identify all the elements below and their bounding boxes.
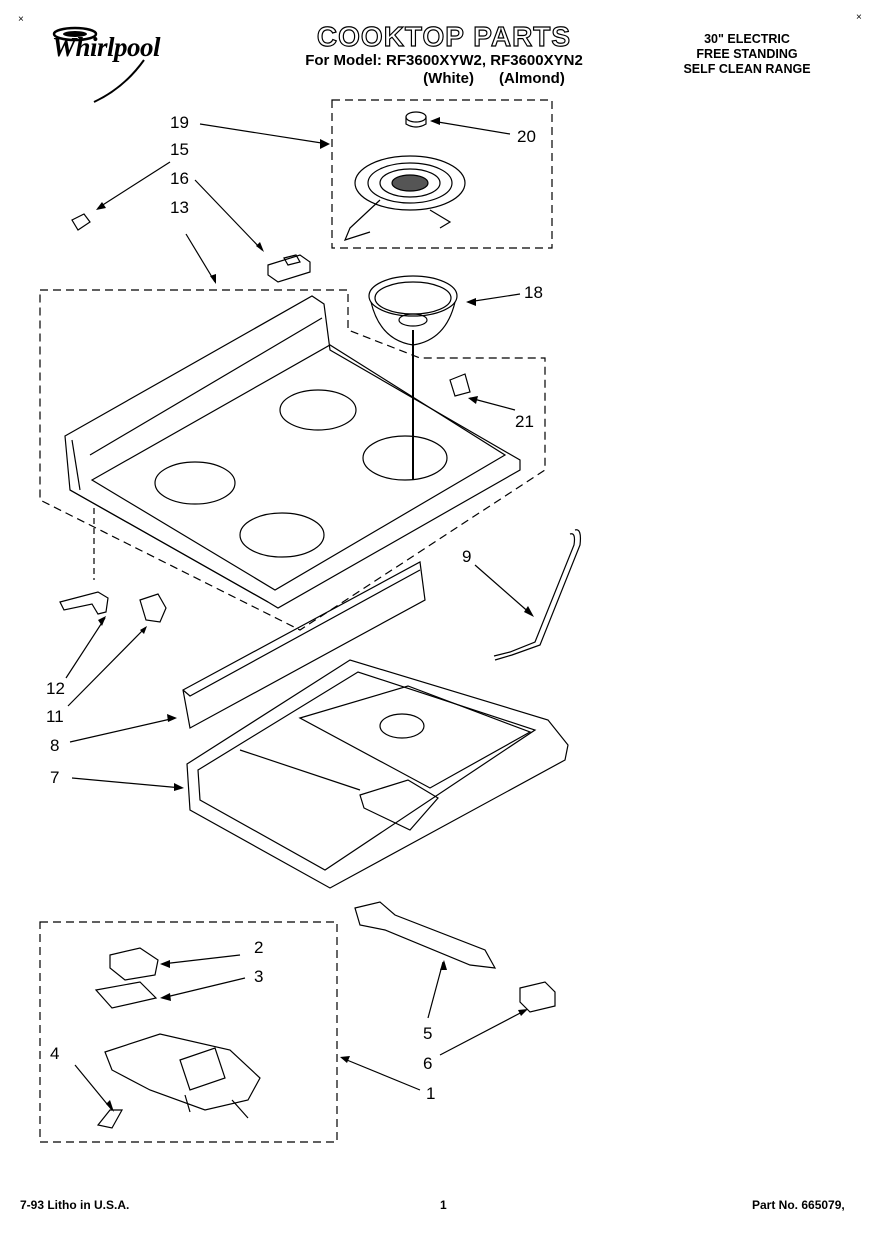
callout-15: 15 [170, 140, 189, 159]
callout-1: 1 [426, 1084, 436, 1103]
receptacle-icon [267, 254, 311, 283]
clip-icon [71, 213, 91, 231]
callout-6: 6 [423, 1054, 433, 1073]
range-type-block: 30" ELECTRIC FREE STANDING SELF CLEAN RA… [672, 32, 822, 77]
whirlpool-logo-swirl-icon [52, 26, 98, 42]
corner-mark-top-right: × [856, 12, 862, 23]
terminal-cover-icon [139, 593, 167, 623]
leader-lines [65, 120, 533, 1111]
callout-13: 13 [170, 198, 189, 217]
switch-bracket-assembly-icon [104, 1033, 261, 1119]
part-number: Part No. 665079, [752, 1198, 845, 1212]
callout-2: 2 [254, 938, 264, 957]
litho-footer: 7-93 Litho in U.S.A. [20, 1198, 130, 1212]
callout-9: 9 [462, 547, 472, 566]
variant-line: (White) (Almond) [423, 70, 565, 87]
element-cap-icon [405, 111, 427, 128]
burner-box-icon [186, 659, 569, 889]
range-type-line: SELF CLEAN RANGE [683, 62, 811, 76]
small-insulator-icon [96, 1109, 124, 1129]
callout-3: 3 [254, 967, 264, 986]
corner-mark-top-left: × [18, 14, 24, 25]
callout-20: 20 [517, 127, 536, 146]
callout-4: 4 [50, 1044, 60, 1063]
dashed-group-cooktop [39, 289, 546, 631]
terminal-block-icon [519, 981, 556, 1013]
insulator-icon [94, 981, 158, 1009]
page-title-block: COOKTOP PARTS For Model: RF3600XYW2, RF3… [0, 21, 888, 88]
callout-18: 18 [524, 283, 543, 302]
dashed-group-element [331, 99, 553, 249]
cooktop-panel-icon [64, 295, 521, 609]
model-line: For Model: RF3600XYW2, RF3600XYN2 [305, 52, 583, 69]
support-rod-icon [493, 529, 582, 661]
callout-7: 7 [50, 768, 60, 787]
mounting-bracket-icon [354, 901, 497, 969]
wire-connector-icon [59, 591, 109, 615]
switch-icon [109, 947, 159, 981]
range-type-line: FREE STANDING [696, 47, 798, 61]
leader-arrowheads [96, 117, 534, 1112]
page-number: 1 [440, 1198, 447, 1212]
callout-5: 5 [423, 1024, 433, 1043]
callout-11: 11 [46, 707, 64, 726]
logo-underline-swoosh [93, 59, 145, 103]
callout-12: 12 [46, 679, 65, 698]
brand-logo: Whirlpool [52, 32, 161, 62]
callout-19: 19 [170, 113, 189, 132]
range-type-line: 30" ELECTRIC [704, 32, 790, 46]
trim-strip-icon [182, 561, 426, 729]
callout-16: 16 [170, 169, 189, 188]
callout-21: 21 [515, 412, 534, 431]
page-title: COOKTOP PARTS [316, 21, 572, 52]
dashed-group-switch [39, 921, 338, 1143]
callout-8: 8 [50, 736, 60, 755]
surface-element-icon [343, 155, 466, 241]
clip-bracket-icon [449, 373, 471, 397]
